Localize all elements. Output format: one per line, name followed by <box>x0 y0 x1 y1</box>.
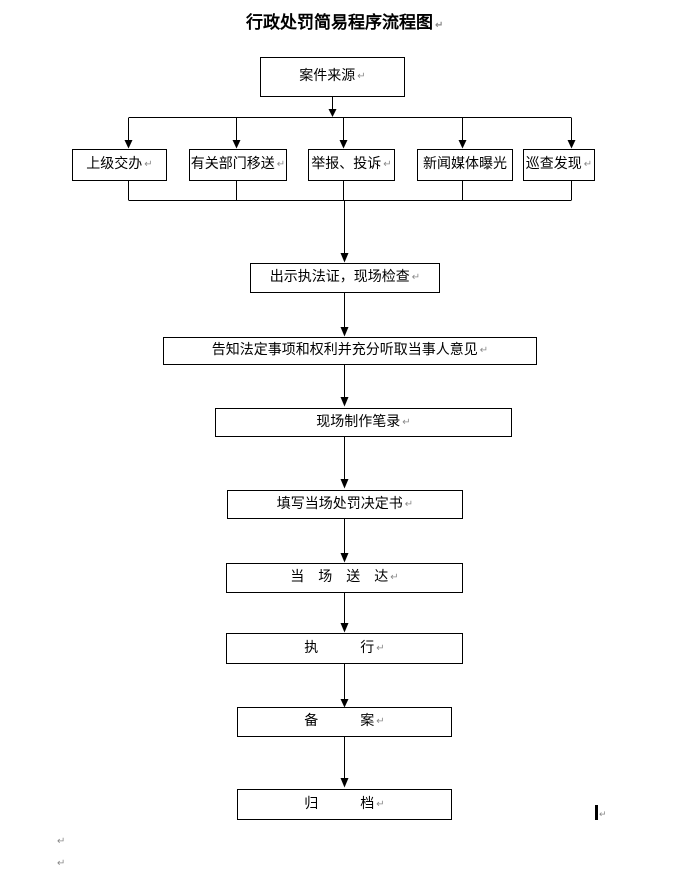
arrowhead-inform-rights <box>340 327 349 337</box>
flow-node-execution[interactable]: 执 行↵ <box>226 633 463 664</box>
paragraph-mark-icon: ↵ <box>144 159 153 170</box>
paragraph-mark-icon: ↵ <box>357 71 366 82</box>
flow-node-archiving[interactable]: 归 档↵ <box>237 789 452 820</box>
flow-node-label: 新闻媒体曝光 <box>423 157 507 172</box>
text-cursor <box>595 805 598 820</box>
flow-node-inform-rights[interactable]: 告知法定事项和权利并充分听取当事人意见↵ <box>163 337 537 365</box>
flow-node-label: 当 场 送 达 <box>290 570 389 585</box>
flow-node-onsite-service[interactable]: 当 场 送 达↵ <box>226 563 463 593</box>
arrowhead-report-complaint <box>339 140 348 149</box>
arrowhead-media-exposure <box>458 140 467 149</box>
paragraph-mark-icon: ↵ <box>599 810 607 820</box>
paragraph-mark-icon: ↵ <box>376 642 385 654</box>
paragraph-mark-icon: ↵ <box>57 836 66 847</box>
arrowhead-department-transfer <box>232 140 241 149</box>
arrowhead-record-filing <box>340 699 349 708</box>
paragraph-mark-icon: ↵ <box>583 159 593 170</box>
flow-node-label: 案件来源 <box>299 69 356 84</box>
flow-node-onsite-transcript[interactable]: 现场制作笔录↵ <box>215 408 512 437</box>
flow-node-superior-assignment[interactable]: 上级交办↵ <box>72 149 167 181</box>
flow-node-patrol-discovery[interactable]: 巡查发现↵ <box>523 149 595 181</box>
arrowhead-show-enforcement-card <box>340 253 349 263</box>
flow-node-case-source[interactable]: 案件来源↵ <box>260 57 405 97</box>
flow-node-label: 巡查发现 <box>525 157 582 172</box>
paragraph-mark-icon: ↵ <box>376 716 385 727</box>
paragraph-mark-icon: ↵ <box>402 416 411 428</box>
arrowhead-case-source <box>328 109 337 117</box>
flow-node-label: 告知法定事项和权利并充分听取当事人意见 <box>211 343 478 358</box>
flow-node-label: 备 案 <box>304 714 375 729</box>
flow-node-label: 执 行 <box>304 640 375 656</box>
connector-lines <box>128 97 572 778</box>
flow-node-label: 填写当场处罚决定书 <box>276 496 403 512</box>
page-title: 行政处罚简易程序流程图↵ <box>246 13 443 33</box>
flow-node-report-complaint[interactable]: 举报、投诉↵ <box>308 149 395 181</box>
arrowhead-patrol-discovery <box>567 140 576 149</box>
paragraph-mark-icon: ↵ <box>276 159 286 170</box>
flow-node-show-enforcement-card[interactable]: 出示执法证，现场检查↵ <box>250 263 440 293</box>
connector-arrowheads <box>124 109 576 788</box>
flow-node-label: 归 档 <box>304 796 375 812</box>
paragraph-mark-icon: ↵ <box>390 572 399 583</box>
paragraph-mark-icon: ↵ <box>479 345 489 356</box>
arrowhead-superior-assignment <box>124 140 133 149</box>
paragraph-mark-icon: ↵ <box>435 20 444 31</box>
arrowhead-archiving <box>340 778 349 788</box>
paragraph-mark-icon: ↵ <box>404 498 414 510</box>
flow-node-record-filing[interactable]: 备 案↵ <box>237 707 452 737</box>
page-title-text: 行政处罚简易程序流程图 <box>246 13 433 32</box>
flow-node-department-transfer[interactable]: 有关部门移送↵ <box>189 149 287 181</box>
paragraph-mark-icon: ↵ <box>383 159 392 170</box>
flow-node-media-exposure[interactable]: 新闻媒体曝光 <box>417 149 513 181</box>
paragraph-mark-icon: ↵ <box>376 798 385 810</box>
flow-node-label: 举报、投诉 <box>311 157 382 172</box>
arrowhead-onsite-service <box>340 553 349 563</box>
arrowhead-execution <box>340 623 349 633</box>
arrowhead-onsite-transcript <box>340 397 349 407</box>
paragraph-mark-icon: ↵ <box>57 858 66 869</box>
paragraph-mark-icon: ↵ <box>411 272 421 283</box>
flow-node-label: 上级交办 <box>86 157 143 172</box>
flow-node-label: 出示执法证，现场检查 <box>269 270 410 285</box>
arrowhead-fill-penalty-decision <box>340 479 349 489</box>
flow-node-label: 有关部门移送 <box>190 157 275 172</box>
flow-node-fill-penalty-decision[interactable]: 填写当场处罚决定书↵ <box>227 490 463 519</box>
flow-node-label: 现场制作笔录 <box>316 414 401 430</box>
